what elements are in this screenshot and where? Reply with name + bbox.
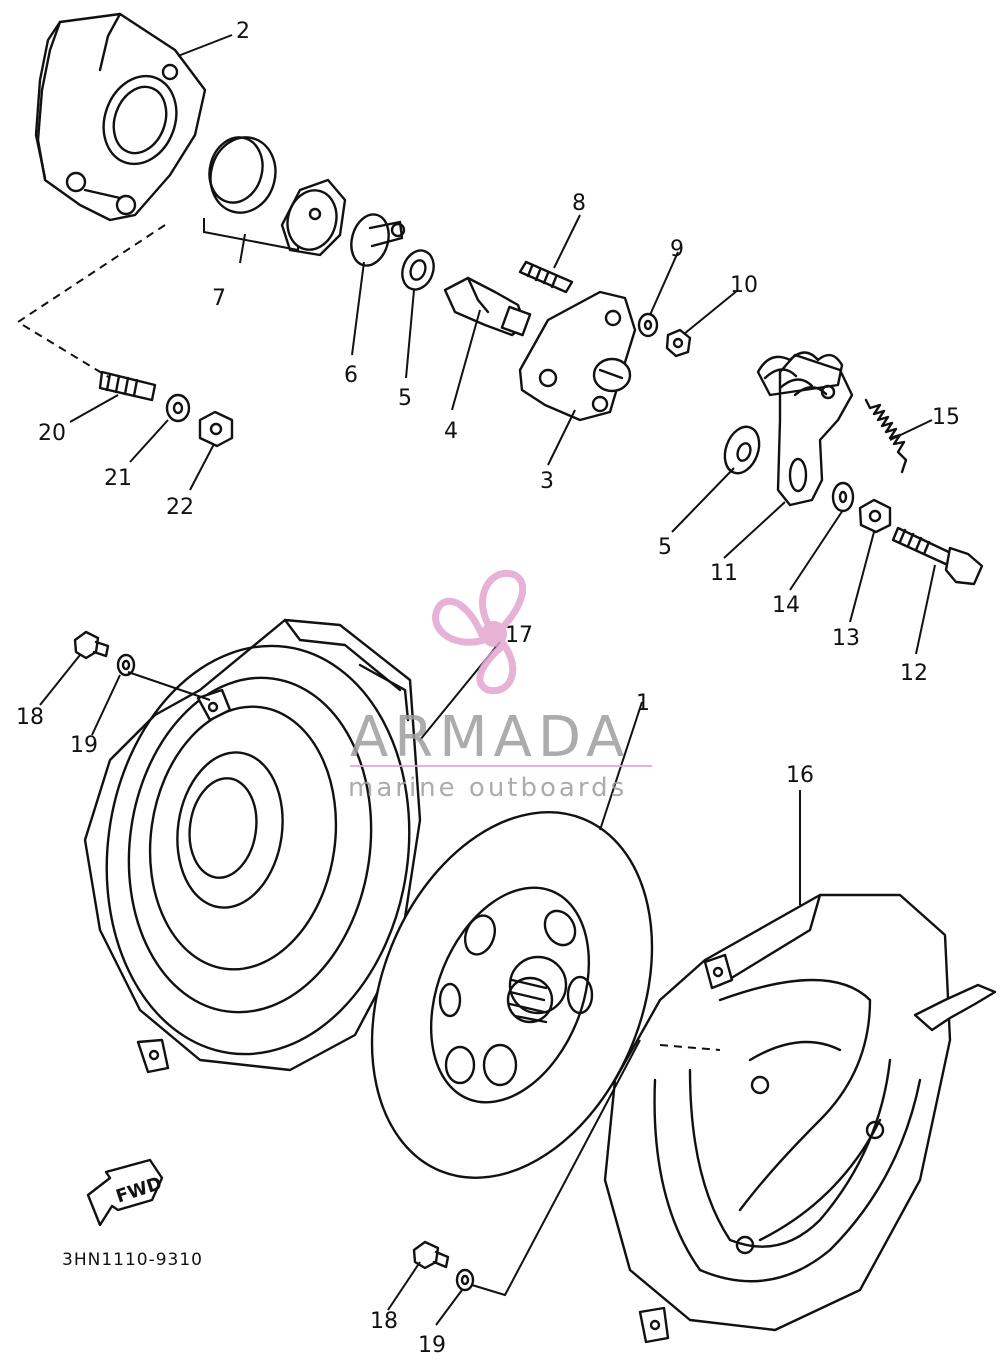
- part-12-bolt: [891, 526, 984, 586]
- part-5-bearing-lower: [723, 425, 761, 475]
- part-18-screw-upper: [73, 630, 110, 660]
- part-22-nut: [198, 410, 234, 448]
- part-15-spring: [864, 398, 908, 474]
- callout-14: 14: [772, 593, 800, 618]
- callout-numbers: 2 7 6 5 4 3 8 9 10 15 5 11 14 13 12 20 2…: [16, 19, 960, 1358]
- callout-15: 15: [932, 405, 960, 430]
- callout-7: 7: [212, 286, 226, 311]
- callout-20: 20: [38, 421, 66, 446]
- part-4-coupler: [443, 276, 532, 337]
- watermark-tagline: marine outboards: [348, 773, 627, 803]
- propeller-logo-icon: [432, 569, 527, 695]
- callout-19-lower: 19: [418, 1333, 446, 1358]
- callout-19-upper: 19: [70, 733, 98, 758]
- callout-1: 1: [636, 691, 650, 716]
- callout-5-upper: 5: [398, 386, 412, 411]
- part-18-screw-lower: [412, 1240, 450, 1270]
- part-11-lever: [756, 351, 854, 507]
- callout-22: 22: [166, 495, 194, 520]
- callout-9: 9: [670, 237, 684, 262]
- part-2-housing: [34, 12, 207, 222]
- callout-10: 10: [730, 273, 758, 298]
- callout-18-lower: 18: [370, 1309, 398, 1334]
- callout-13: 13: [832, 626, 860, 651]
- part-1-rotor-disc: [370, 811, 654, 1179]
- part-9-washer: [637, 312, 659, 338]
- callout-4: 4: [444, 419, 458, 444]
- callout-18-upper: 18: [16, 705, 44, 730]
- drawing-code: 3HN1110-9310: [62, 1250, 203, 1270]
- fwd-arrow: FWD: [86, 1158, 165, 1227]
- part-21-washer: [165, 393, 191, 423]
- callout-11: 11: [710, 561, 738, 586]
- part-19-washer-upper: [116, 653, 136, 677]
- part-14-washer: [831, 481, 855, 513]
- callout-8: 8: [572, 191, 586, 216]
- watermark-brand: ARMADA: [350, 705, 630, 770]
- part-3-bracket: [518, 290, 637, 422]
- callout-12: 12: [900, 661, 928, 686]
- part-6-shaft: [350, 213, 406, 267]
- part-20-stud: [98, 370, 157, 402]
- part-5-bearing-upper: [401, 249, 435, 291]
- part-13-nut: [858, 498, 892, 534]
- armada-watermark: ARMADA marine outboards: [348, 569, 652, 803]
- part-17-outer-cover: [83, 618, 422, 1074]
- callout-6: 6: [344, 363, 358, 388]
- part-10-nut: [665, 328, 692, 358]
- part-16-inner-cover: [603, 893, 997, 1344]
- part-8-stud: [518, 260, 574, 294]
- callout-2: 2: [236, 19, 250, 44]
- part-19-washer-lower: [455, 1268, 475, 1292]
- callout-3: 3: [540, 469, 554, 494]
- callout-16: 16: [786, 763, 814, 788]
- part-7-cap-set: [208, 136, 347, 257]
- callout-5-lower: 5: [658, 535, 672, 560]
- callout-17: 17: [505, 623, 533, 648]
- callout-21: 21: [104, 466, 132, 491]
